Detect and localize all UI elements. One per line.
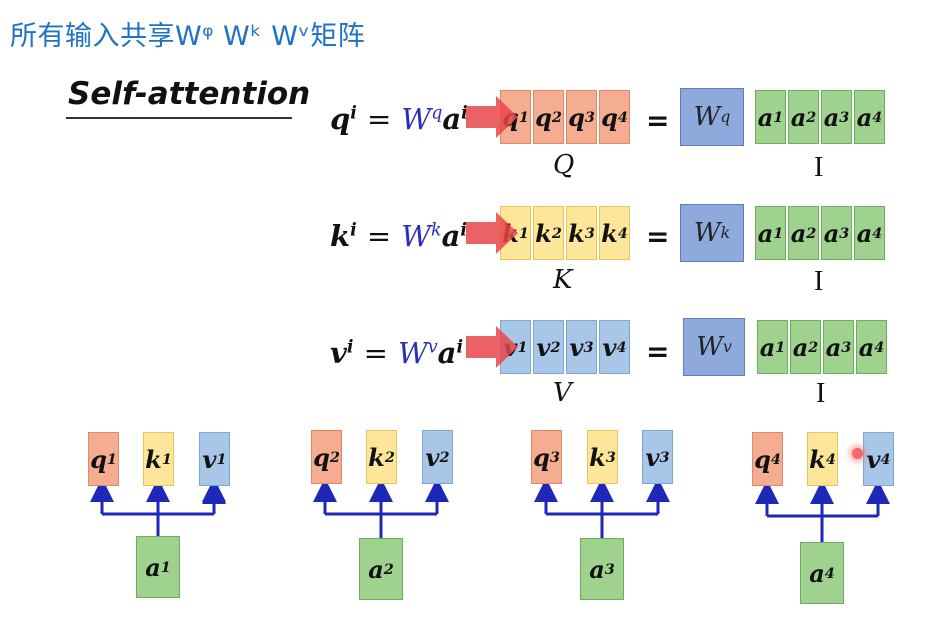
red-arrow-v (466, 326, 518, 368)
matrix-label-q: Q (553, 150, 575, 180)
equation-v: vi = Wvai (330, 336, 464, 370)
equation-k: ki = Wkai (330, 219, 467, 253)
red-arrow-k (466, 212, 518, 254)
equals-sign-q: = (646, 104, 670, 137)
slide-heading: Self-attention (68, 76, 311, 112)
equals-sign-v: = (646, 335, 670, 368)
matrix-label-k: K (553, 265, 573, 295)
page-title: 所有输入共享Wᵠ Wᵏ Wᵛ矩阵 (10, 21, 366, 52)
matrix-label-v: V (553, 378, 572, 408)
equals-sign-k: = (646, 220, 670, 253)
identity-label-q: I (814, 152, 824, 183)
laser-pointer-dot (852, 448, 863, 459)
identity-label-k: I (814, 266, 824, 297)
identity-label-v: I (816, 378, 826, 409)
red-arrow-q (466, 96, 518, 138)
equation-q: qi = Wqai (330, 102, 468, 136)
heading-underline (66, 117, 292, 119)
